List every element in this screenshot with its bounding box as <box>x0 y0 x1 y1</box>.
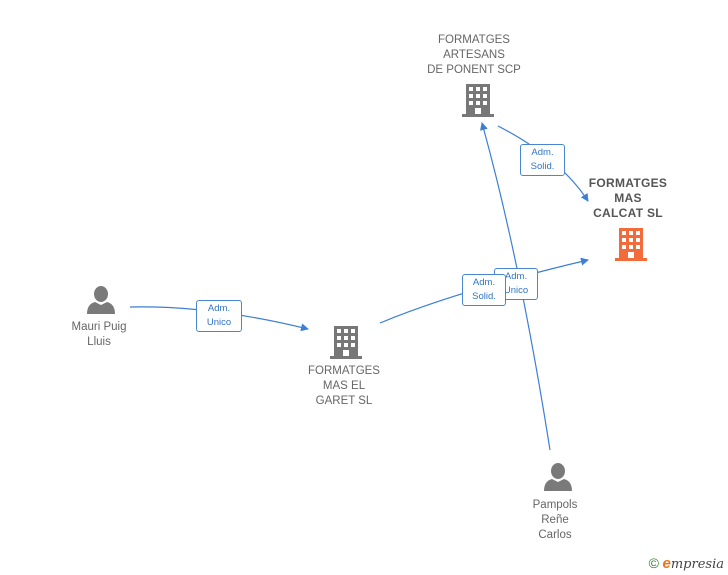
node-label-calcat[interactable]: FORMATGES MAS CALCAT SL <box>578 176 678 221</box>
node-label-pampols[interactable]: Pampols Reñe Carlos <box>515 498 595 543</box>
label-line: FORMATGES <box>588 176 668 190</box>
label-line: CALCAT SL <box>593 206 663 220</box>
edge-role: Adm. <box>472 277 496 288</box>
label-line: FORMATGES <box>308 365 380 377</box>
label-line: Reñe <box>541 514 569 526</box>
copyright-icon: © <box>648 555 659 571</box>
label-line: GARET SL <box>315 395 373 407</box>
label-line: Pampols <box>532 499 578 511</box>
label-line: FORMATGES <box>438 34 510 46</box>
building-icon[interactable] <box>462 84 494 117</box>
edge-role-type: Solid. <box>472 291 496 302</box>
person-icon[interactable] <box>544 463 572 491</box>
edge-role: Adm. <box>207 303 231 314</box>
label-line: Mauri Puig <box>71 321 127 333</box>
building-icon[interactable] <box>615 228 647 261</box>
brand-name: mpresia <box>670 557 724 572</box>
label-line: DE PONENT SCP <box>427 64 521 76</box>
edge-role-type: Unico <box>206 317 232 328</box>
edge-role-type: Solid. <box>530 161 555 172</box>
label-line: ARTESANS <box>443 49 505 61</box>
node-label-garet[interactable]: FORMATGES MAS EL GARET SL <box>294 364 394 409</box>
building-icon[interactable] <box>330 326 362 359</box>
edge-label-pampols-artesans[interactable]: Adm. Solid. <box>462 274 506 306</box>
edge-role-type: Unico <box>503 285 529 296</box>
edge-label-artesans-calcat[interactable]: Adm. Solid. <box>520 144 565 176</box>
node-label-mauri[interactable]: Mauri Puig Lluis <box>56 320 142 350</box>
edge-label-mauri-garet[interactable]: Adm. Unico <box>196 300 242 332</box>
label-line: Lluis <box>87 336 111 348</box>
label-line: MAS <box>614 191 642 205</box>
edge-role: Adm. <box>504 271 528 282</box>
brand-logo-e: e <box>662 555 671 572</box>
footer-brand: © empresia <box>649 555 724 572</box>
node-label-artesans[interactable]: FORMATGES ARTESANS DE PONENT SCP <box>414 33 534 78</box>
person-icon[interactable] <box>87 286 115 314</box>
label-line: Carlos <box>538 529 572 541</box>
edge-role: Adm. <box>531 147 554 158</box>
label-line: MAS EL <box>322 380 366 392</box>
